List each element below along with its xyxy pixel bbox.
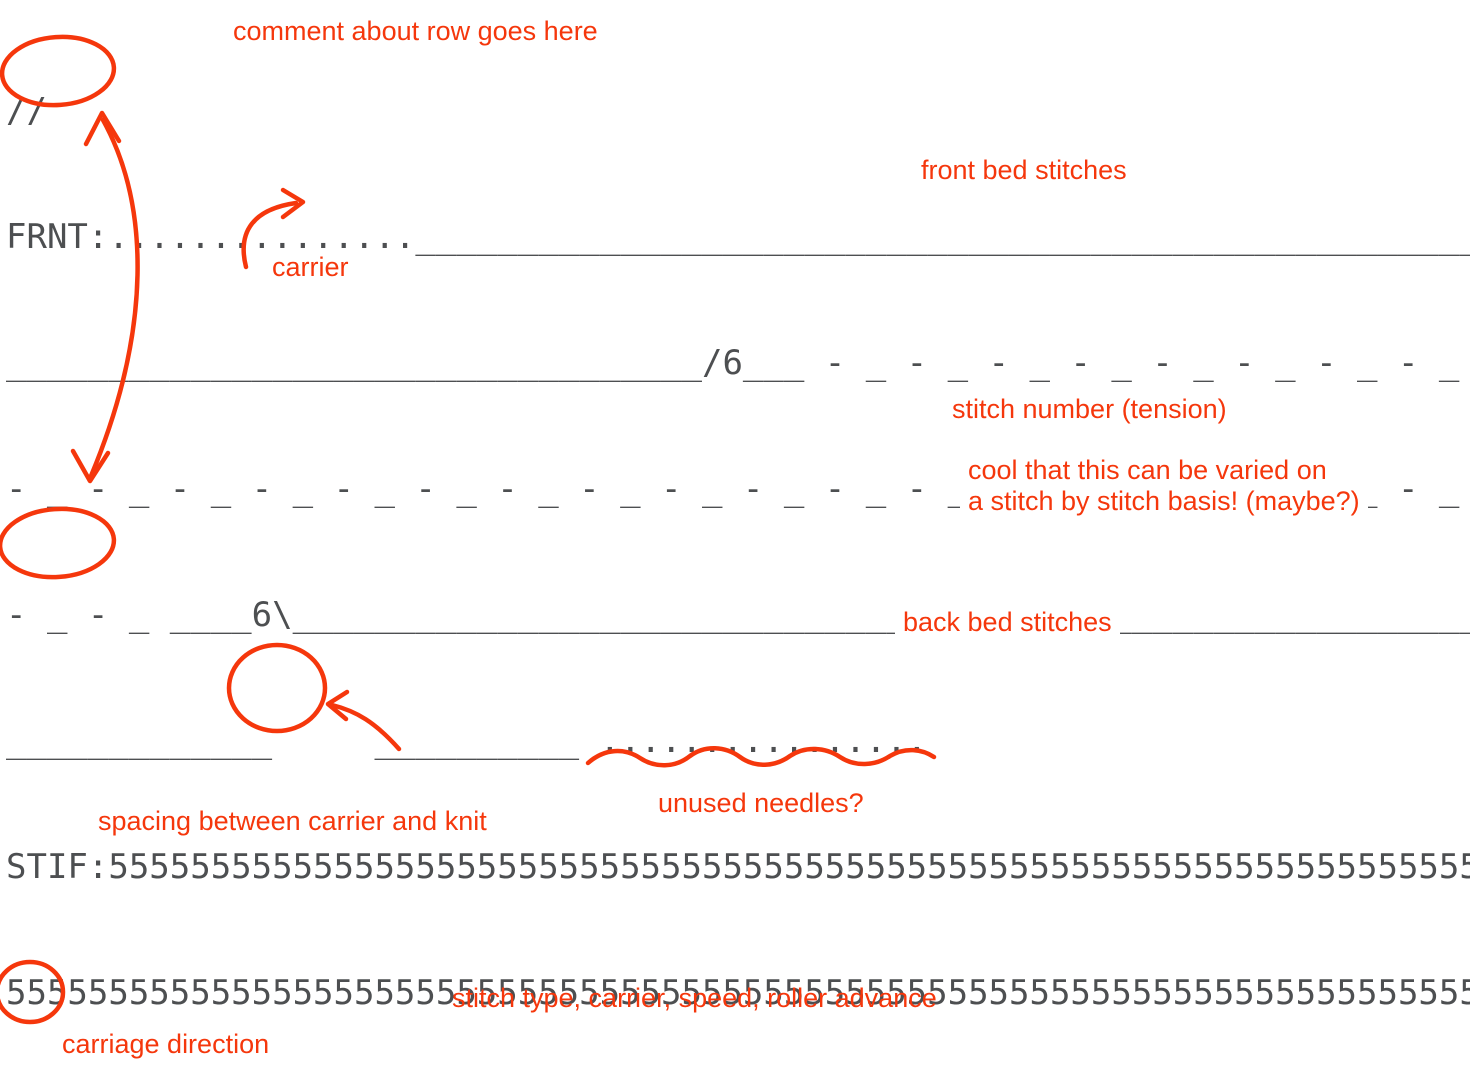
- annotation-carrier: carrier: [264, 250, 357, 285]
- front-bed-line: __________________________________/6___ …: [6, 343, 1470, 383]
- annotation-note-line1: cool that this can be varied on: [968, 455, 1327, 485]
- annotation-command-fields: stitch type, carrier, speed, roller adva…: [452, 983, 937, 1013]
- annotation-note: cool that this can be varied on a stitch…: [960, 453, 1368, 519]
- comment-line: //: [6, 91, 47, 131]
- stif-header-line: STIF:55555555555555555555555555555555555…: [6, 847, 1470, 887]
- annotation-row-comment: comment about row goes here: [233, 16, 598, 46]
- front-bed-line: _____________ __________ ...............…: [6, 721, 928, 761]
- stif-values-line: 5555555555555555555555555555555555555555…: [6, 973, 1470, 1013]
- annotation-unused-needles: unused needles?: [650, 786, 872, 821]
- annotation-stitch-number: stitch number (tension): [944, 392, 1235, 427]
- annotation-back-bed: back bed stitches: [895, 605, 1120, 640]
- annotation-spacing: spacing between carrier and knit: [90, 804, 495, 839]
- code-text: // FRNT:..............._________________…: [6, 6, 1470, 1074]
- annotation-front-bed: front bed stitches: [913, 153, 1135, 188]
- annotation-carriage-direction: carriage direction: [62, 1029, 270, 1059]
- frnt-header-line: FRNT:...............____________________…: [6, 217, 1470, 257]
- front-bed-line: - _ - _ ____6\__________________________…: [6, 595, 1470, 635]
- annotation-note-line2: a stitch by stitch basis! (maybe?): [968, 486, 1360, 516]
